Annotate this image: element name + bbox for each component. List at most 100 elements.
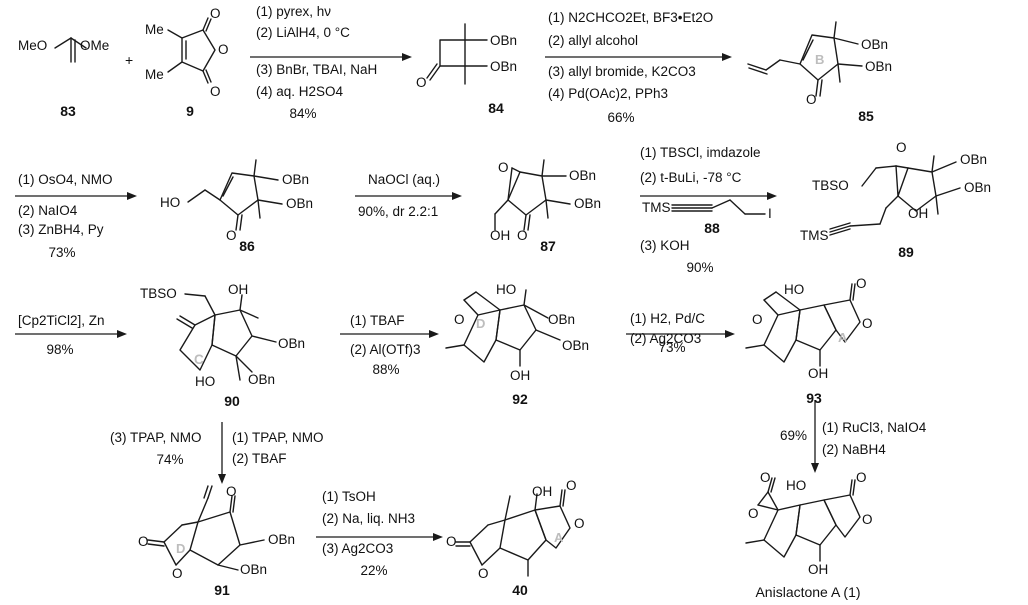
compound-83-structure xyxy=(54,37,87,63)
label-o-epox-87: O xyxy=(498,160,509,175)
label-obn-84a: OBn xyxy=(490,33,518,48)
step11-line3: (3) Ag2CO3 xyxy=(322,541,394,556)
label-tms-89: TMS xyxy=(800,228,829,243)
arrow-step-11 xyxy=(316,533,443,541)
label-obn-91b: OBn xyxy=(240,562,268,577)
label-oh-89: OH xyxy=(908,206,929,221)
step5-yield: 90% xyxy=(686,260,714,275)
label-o-1b: O xyxy=(748,506,759,521)
step3-line2: (2) NaIO4 xyxy=(18,203,78,218)
compound-89-structure xyxy=(829,155,961,236)
label-meo: MeO xyxy=(18,38,48,53)
label-me-top: Me xyxy=(145,22,164,37)
ring-a-label-93: A xyxy=(838,330,848,345)
label-obn-90b: OBn xyxy=(248,372,276,387)
label-o-91c: O xyxy=(172,566,183,581)
label-o-84: O xyxy=(416,75,427,90)
label-obn-91a: OBn xyxy=(268,532,296,547)
label-o-40c: O xyxy=(478,566,489,581)
step10-left-yield: 74% xyxy=(156,452,184,467)
label-tbso-89: TBSO xyxy=(812,178,849,193)
step10-right-line1: (1) TPAP, NMO xyxy=(232,430,324,445)
step11-line2: (2) Na, liq. NH3 xyxy=(322,511,416,526)
label-ho-92: HO xyxy=(496,282,517,297)
label-o-1d: O xyxy=(862,512,873,527)
label-obn-92b: OBn xyxy=(562,338,590,353)
compound-1-structure xyxy=(745,477,861,562)
compound-label-88: 88 xyxy=(704,220,720,236)
label-obn-92a: OBn xyxy=(548,312,576,327)
step10-right-line2: (2) TBAF xyxy=(232,451,287,466)
arrow-step-5 xyxy=(640,192,777,200)
label-o-1a: O xyxy=(760,470,771,485)
step9-line1: (1) RuCl3, NaIO4 xyxy=(822,420,927,435)
label-ome: OMe xyxy=(80,38,110,53)
label-o-9c: O xyxy=(210,84,221,99)
step9-line2: (2) NaBH4 xyxy=(822,442,886,457)
label-o-91b: O xyxy=(138,534,149,549)
label-o-93a: O xyxy=(752,312,763,327)
step6-line1: [Cp2TiCl2], Zn xyxy=(18,313,105,328)
arrow-step-3 xyxy=(15,192,137,200)
step7-yield: 88% xyxy=(372,362,400,377)
label-o-91a: O xyxy=(226,484,237,499)
step2-line1: (1) N2CHCO2Et, BF3•Et2O xyxy=(548,10,714,25)
step2-yield: 66% xyxy=(607,110,635,125)
label-tms-88: TMS xyxy=(642,200,671,215)
compound-40-structure: A xyxy=(455,489,571,577)
step8-line2: (2) Ag2CO3 xyxy=(630,331,702,346)
compound-label-90: 90 xyxy=(224,393,240,409)
label-o-86: O xyxy=(226,228,237,243)
label-o-40b: O xyxy=(446,534,457,549)
label-me-bottom: Me xyxy=(145,67,164,82)
compound-label-93: 93 xyxy=(806,390,822,406)
step6-yield: 98% xyxy=(46,342,74,357)
step8-line1: (1) H2, Pd/C xyxy=(630,311,706,326)
compound-label-84: 84 xyxy=(488,100,504,116)
ring-c-label: C xyxy=(194,352,204,367)
step3-yield: 73% xyxy=(48,245,76,260)
step8-yield: 73% xyxy=(658,340,686,355)
label-oh-87: OH xyxy=(490,228,511,243)
label-o-9a: O xyxy=(210,6,221,21)
compound-label-91: 91 xyxy=(214,582,230,598)
compound-90-structure xyxy=(176,293,277,381)
compound-85-structure: B xyxy=(747,21,863,97)
label-obn-89a: OBn xyxy=(960,152,988,167)
step1-line4: (4) aq. H2SO4 xyxy=(256,84,344,99)
label-oh-40: OH xyxy=(532,484,553,499)
label-obn-85a: OBn xyxy=(861,37,889,52)
step1-line2: (2) LiAlH4, 0 °C xyxy=(256,25,350,40)
step5-line2: (2) t-BuLi, -78 °C xyxy=(640,170,742,185)
label-o-40a: O xyxy=(566,478,577,493)
label-o-85: O xyxy=(806,92,817,107)
step11-yield: 22% xyxy=(360,563,388,578)
step4-line2: 90%, dr 2.2:1 xyxy=(358,204,439,219)
step1-line1: (1) pyrex, hν xyxy=(256,4,332,19)
label-obn-87b: OBn xyxy=(574,196,602,211)
step1-yield: 84% xyxy=(289,106,317,121)
label-oh-1: OH xyxy=(808,562,829,577)
label-o-92: O xyxy=(454,312,465,327)
compound-label-89: 89 xyxy=(898,244,914,260)
label-o-9b: O xyxy=(218,42,229,57)
step7-line2: (2) Al(OTf)3 xyxy=(350,342,421,357)
arrow-step-4 xyxy=(355,192,462,200)
label-ho-90: HO xyxy=(195,374,216,389)
step1-line3: (3) BnBr, TBAI, NaH xyxy=(256,62,378,77)
plus-sign: + xyxy=(125,52,134,68)
compound-9-structure xyxy=(167,17,216,84)
compound-label-40: 40 xyxy=(512,582,528,598)
compound-91-structure: D xyxy=(147,485,265,571)
step2-line4: (4) Pd(OAc)2, PPh3 xyxy=(548,86,669,101)
arrow-step-9 xyxy=(811,400,819,473)
label-tbso-90: TBSO xyxy=(140,286,177,301)
label-ho-86: HO xyxy=(160,195,181,210)
label-o-1c: O xyxy=(856,470,867,485)
compound-84-structure xyxy=(426,23,488,85)
label-oh-93: OH xyxy=(808,366,829,381)
label-obn-86b: OBn xyxy=(286,196,314,211)
label-o-40d: O xyxy=(574,516,585,531)
ring-d-label-91: D xyxy=(176,541,185,556)
